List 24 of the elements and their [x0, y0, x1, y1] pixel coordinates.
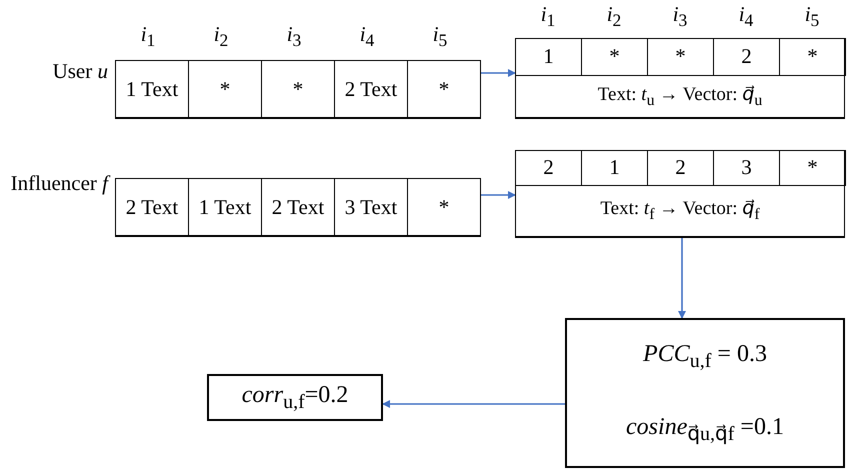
column-header: i$_{3}$: [672, 2, 688, 32]
data-table: [515, 150, 845, 237]
column-header: i$_{1}$: [540, 2, 556, 32]
arrow: [382, 400, 565, 408]
arrow: [481, 191, 516, 199]
column-header: i$_{5}$: [432, 22, 448, 52]
data-table: [515, 38, 845, 118]
column-header: i$_{3}$: [286, 22, 302, 52]
column-header: i$_{2}$: [606, 2, 622, 32]
column-header: i$_{5}$: [804, 2, 820, 32]
column-header: i$_{2}$: [212, 22, 230, 52]
data-table: [115, 178, 481, 236]
result-box: [565, 318, 845, 468]
formula-text: PCC$_{u,f}$ = 0.3: [643, 341, 767, 372]
arrow: [678, 237, 686, 319]
column-header: i$_{1}$: [140, 22, 156, 52]
formula-text: cosine$_{q⃗u,q⃗f}$ =0.1: [626, 414, 784, 445]
column-header: i$_{4}$: [738, 2, 754, 32]
result-box: corr$_{u,f}$=0.2: [207, 374, 383, 421]
arrow: [481, 69, 516, 77]
row-label: Influencer f: [0, 170, 108, 198]
data-table: [115, 60, 481, 118]
row-label: User u: [52, 58, 108, 85]
column-header: i$_{4}$: [358, 22, 376, 52]
